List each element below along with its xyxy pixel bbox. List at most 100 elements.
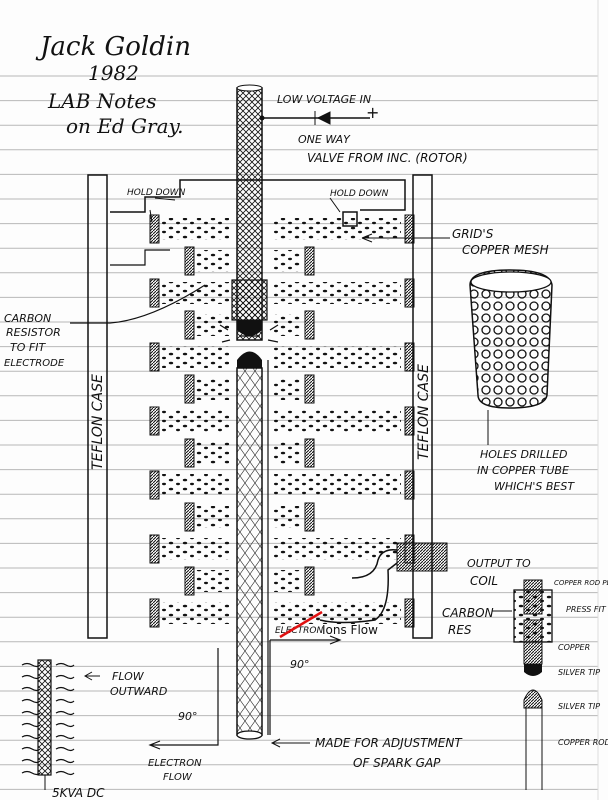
carbon-res-label-1: CARBON xyxy=(442,606,494,620)
grid-bar xyxy=(149,406,160,436)
grid-bar xyxy=(184,438,195,468)
diode-icon xyxy=(314,111,331,125)
lower-electrode xyxy=(236,367,263,736)
electrolyte xyxy=(161,282,229,304)
grid-bar xyxy=(304,310,315,340)
electrolyte xyxy=(272,250,301,272)
grid-bar xyxy=(404,598,415,628)
carbon-label-2: RESISTOR xyxy=(6,326,61,339)
electrolyte xyxy=(272,346,401,368)
grid-bar xyxy=(184,502,195,532)
grid-bar xyxy=(184,566,195,596)
carbon-pointer-line xyxy=(70,284,206,324)
copper-tube xyxy=(469,269,553,409)
electrolyte xyxy=(272,410,401,432)
spark-rays xyxy=(219,324,279,343)
electrode-tip-upper xyxy=(237,320,262,336)
copper-label: COPPER xyxy=(558,643,590,652)
electrolyte xyxy=(272,282,401,304)
holes-label-3: WHICH'S BEST xyxy=(494,480,575,493)
title-line-2: on Ed Gray. xyxy=(66,114,184,138)
carbon-label-3: TO FIT xyxy=(10,341,46,354)
electrolyte xyxy=(272,570,301,592)
grid-label: GRID'S xyxy=(452,227,494,241)
teflon-case-left xyxy=(87,174,108,639)
electrolyte xyxy=(161,474,229,496)
grid-bar xyxy=(149,534,160,564)
copper-rod-label: COPPER ROD xyxy=(558,738,608,747)
teflon-label-left: TEFLON CASE xyxy=(90,374,106,470)
electrolyte xyxy=(196,250,229,272)
electrolyte xyxy=(272,538,401,560)
flow-outward-coil xyxy=(21,659,75,776)
flow-squiggle xyxy=(21,734,75,740)
electrolyte xyxy=(272,602,401,624)
electrolyte xyxy=(161,346,229,368)
flow-outward-arrow xyxy=(83,671,100,681)
skva-label: 5KVA DC xyxy=(52,786,105,800)
electron-flow-label-2: FLOW xyxy=(163,772,193,783)
electrolyte xyxy=(272,474,401,496)
teflon-label-right: TEFLON CASE xyxy=(416,364,432,460)
silver-tip-label-1: SILVER TIP xyxy=(558,668,600,677)
electron-crossed-label: ELECTRON xyxy=(275,626,324,636)
flow-squiggle xyxy=(21,746,75,752)
grid-bar xyxy=(149,470,160,500)
electrolyte xyxy=(161,538,229,560)
electrolyte xyxy=(161,410,229,432)
flow-squiggle xyxy=(21,662,75,668)
deg-right-label: 90° xyxy=(290,658,310,671)
grid-bar xyxy=(149,214,160,244)
copper-mesh-grids xyxy=(149,214,415,628)
carbon-label-1: CARBON xyxy=(4,312,51,325)
flow-squiggle xyxy=(21,710,75,716)
ions-flow-arrow xyxy=(269,635,342,735)
grid-bar xyxy=(404,214,415,244)
electrolyte xyxy=(196,378,229,400)
plus-label: + xyxy=(366,103,379,122)
silver-tip-label-2: SILVER TIP xyxy=(558,702,600,711)
hold-down-clamp xyxy=(342,211,358,227)
grid-bar xyxy=(404,406,415,436)
grid-bar xyxy=(184,246,195,276)
low-voltage-label: LOW VOLTAGE IN xyxy=(277,93,371,106)
grid-bar xyxy=(184,374,195,404)
ions-flow-label: Ions Flow xyxy=(322,623,378,637)
adjust-arrow xyxy=(270,738,310,748)
copper-rod-plain-label: COPPER ROD PLAIN xyxy=(554,579,608,587)
electrolyte xyxy=(272,506,301,528)
electrolyte xyxy=(272,442,301,464)
electrolyte xyxy=(272,378,301,400)
hold-down-right-label: HOLD DOWN xyxy=(330,189,389,199)
grid-bar xyxy=(304,438,315,468)
adjust-label-2: OF SPARK GAP xyxy=(353,756,441,770)
grid-bar xyxy=(149,278,160,308)
valve-label: VALVE FROM INC. (ROTOR) xyxy=(307,151,468,165)
carbon-res-label-2: RES xyxy=(448,623,472,637)
flow-squiggle xyxy=(21,758,75,764)
electrolyte xyxy=(272,218,401,240)
grid-bar xyxy=(404,470,415,500)
spark-gap-detail xyxy=(513,579,553,790)
electrolyte xyxy=(196,570,229,592)
flow-squiggle xyxy=(21,686,75,692)
upper-electrode-cap xyxy=(236,84,263,92)
grid-bar xyxy=(149,598,160,628)
adjust-label-1: MADE FOR ADJUSTMENT xyxy=(315,736,463,750)
flow-squiggle xyxy=(21,770,75,776)
press-fit-label: PRESS FIT xyxy=(566,605,607,614)
flow-squiggle xyxy=(21,698,75,704)
carbon-label-4: ELECTRODE xyxy=(4,358,65,369)
year: 1982 xyxy=(88,61,139,85)
correction-strike xyxy=(279,610,323,639)
electron-flow-arrow xyxy=(148,648,219,750)
lower-electrode-base xyxy=(236,730,263,740)
grid-bar xyxy=(404,342,415,372)
grid-bar xyxy=(304,502,315,532)
inner-plate xyxy=(110,249,170,266)
flow-squiggle xyxy=(21,722,75,728)
flow-label: FLOW xyxy=(112,670,145,683)
one-way-label: ONE WAY xyxy=(298,133,351,146)
electrolyte xyxy=(196,314,229,336)
